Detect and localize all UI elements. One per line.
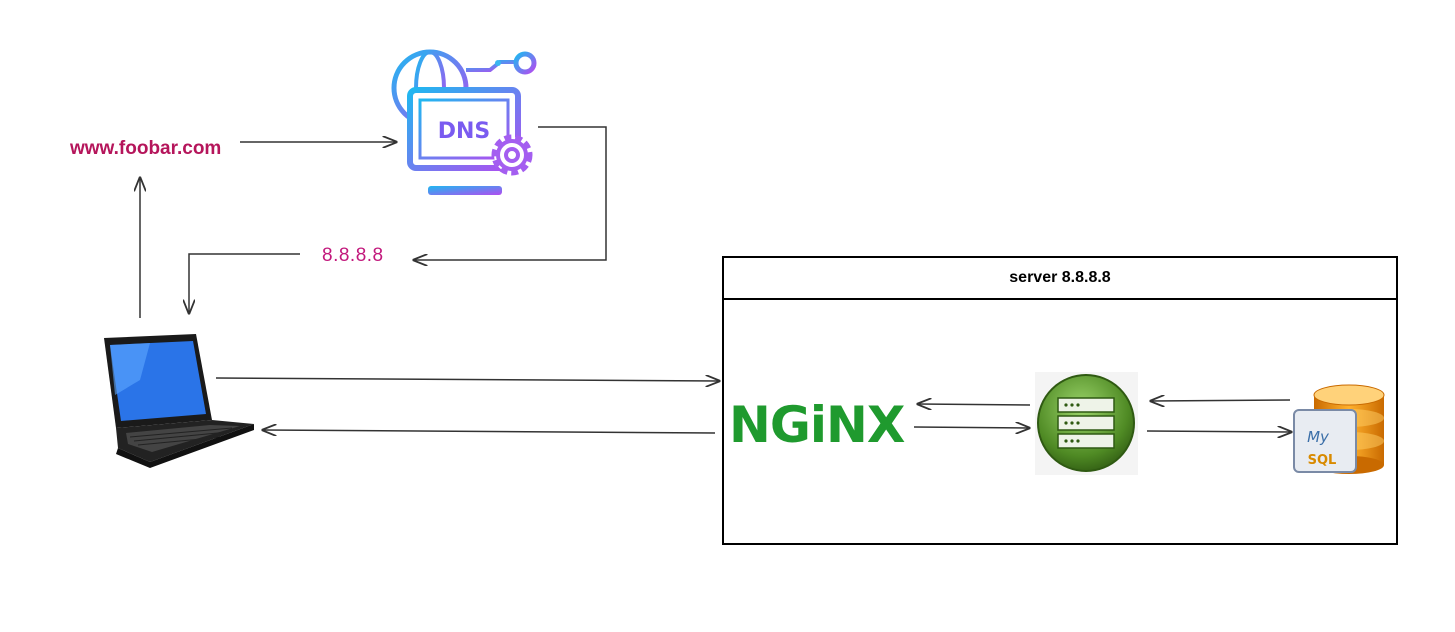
mysql-label-bottom: SQL (1308, 453, 1337, 468)
laptop-icon (104, 334, 254, 468)
server-box (722, 256, 1398, 545)
arrow-server-to-laptop (263, 430, 716, 433)
server-title: server 8.8.8.8 (1009, 269, 1111, 286)
dns-label: DNS (438, 119, 491, 144)
arrow-dns-to-ip (414, 126, 607, 260)
arrow-app-to-nginx (918, 404, 1031, 405)
application-server-icon (1035, 372, 1138, 475)
domain-label: www.foobar.com (70, 138, 222, 159)
arrow-laptop-to-server (215, 378, 719, 381)
arrow-app-to-db (1146, 431, 1291, 432)
arrow-ip-to-laptop (189, 253, 300, 313)
mysql-database-icon: My SQL (1293, 384, 1385, 474)
arrow-db-to-app (1151, 400, 1291, 401)
dns-server-icon: DNS (391, 49, 537, 195)
mysql-label-top: My (1307, 428, 1330, 446)
nginx-logo: NGiNX (729, 396, 906, 454)
arrow-nginx-to-app (913, 427, 1029, 428)
resolved-ip-label: 8.8.8.8 (322, 245, 384, 266)
nginx-label: NGiNX (729, 396, 905, 454)
